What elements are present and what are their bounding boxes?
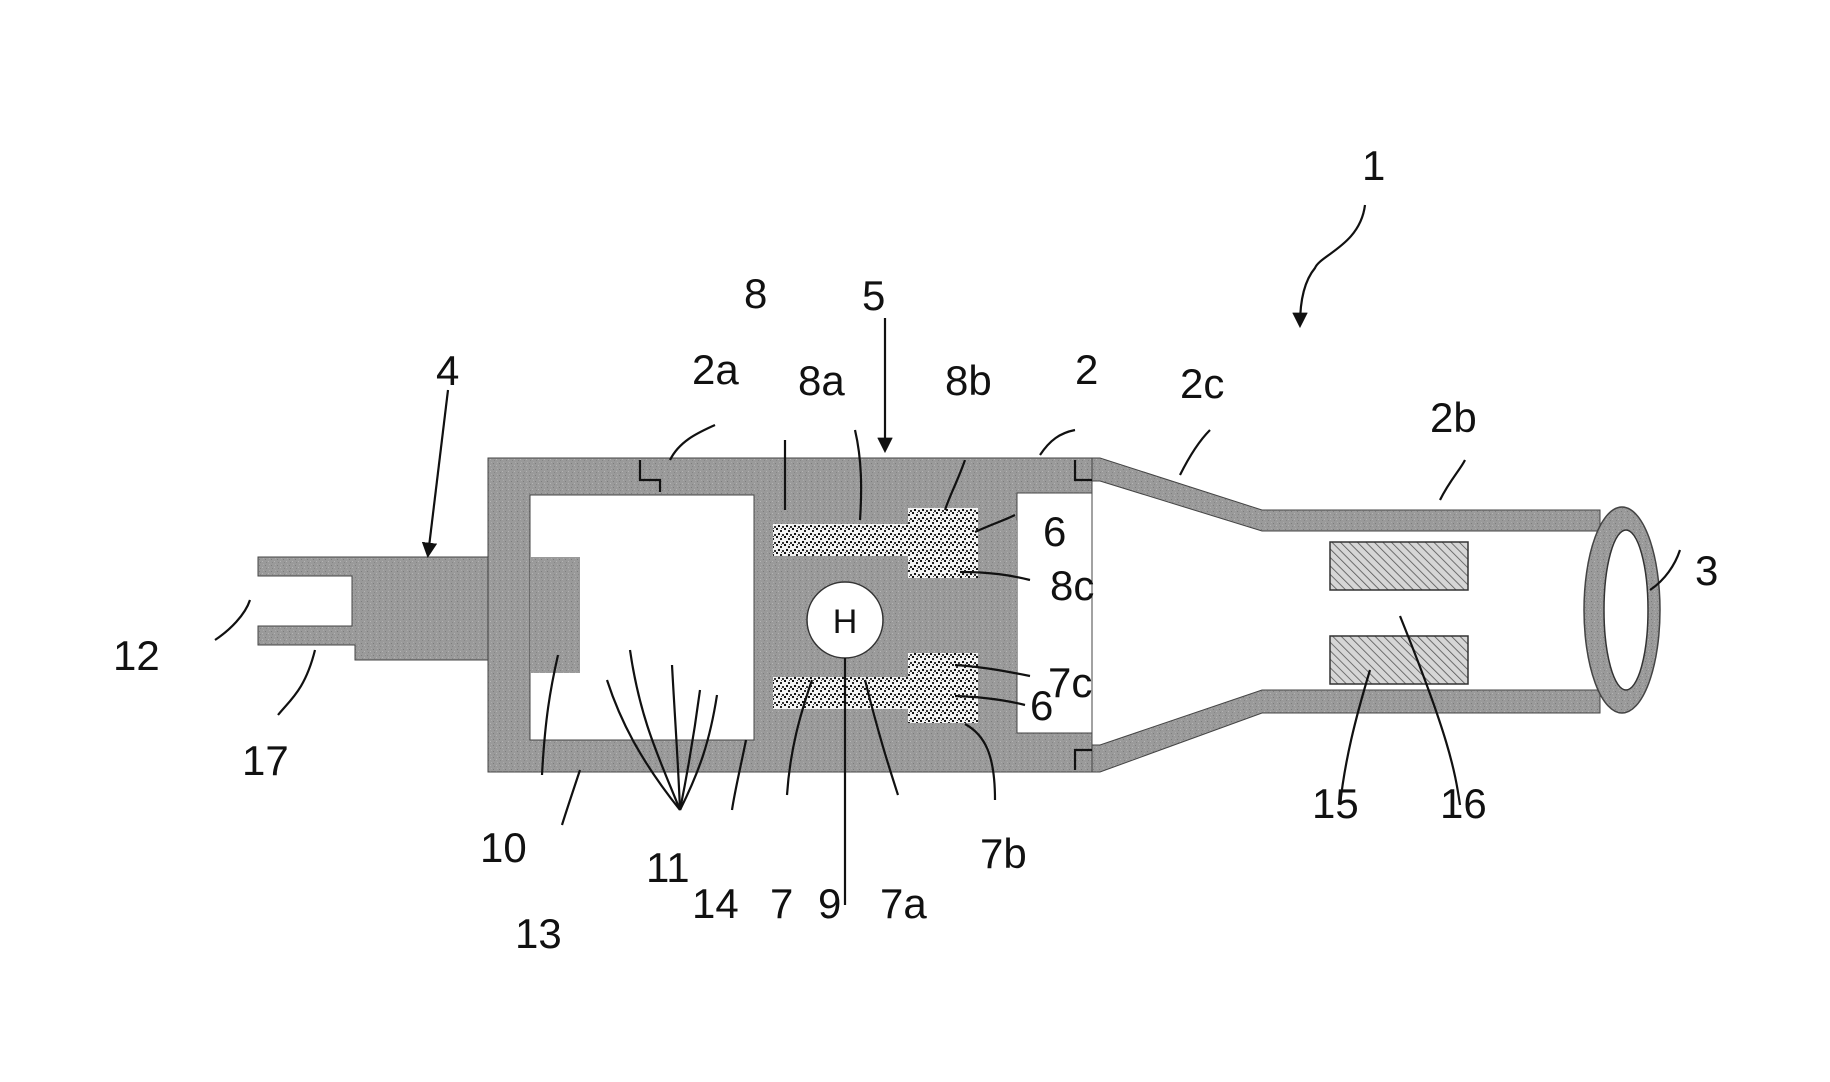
inlet-pipe [258, 557, 488, 660]
label-2c: 2c [1180, 360, 1224, 407]
label-16: 16 [1440, 780, 1487, 827]
label-17: 17 [242, 737, 289, 784]
label-1: 1 [1362, 142, 1385, 189]
label-13: 13 [515, 910, 562, 957]
housing [258, 458, 1600, 772]
outlet-opening [1604, 530, 1648, 690]
label-10: 10 [480, 824, 527, 871]
label-7b: 7b [980, 830, 1027, 877]
label-8c: 8c [1050, 562, 1094, 609]
label-2: 2 [1075, 346, 1098, 393]
perforation-holes [571, 539, 722, 689]
arrow-4 [428, 390, 448, 555]
label-7a: 7a [880, 880, 927, 927]
label-7c: 7c [1048, 659, 1092, 706]
label-8b: 8b [945, 357, 992, 404]
heater-mark: H [833, 603, 858, 641]
filter-8a [773, 524, 908, 556]
arrow-1 [1300, 205, 1365, 325]
filter-8b [908, 508, 978, 578]
element-16-upper [1330, 542, 1468, 590]
label-12: 12 [113, 632, 160, 679]
label-2b: 2b [1430, 394, 1477, 441]
label-15: 15 [1312, 780, 1359, 827]
label-8a: 8a [798, 357, 845, 404]
label-11: 11 [646, 844, 690, 891]
label-9: 9 [818, 880, 841, 927]
label-14: 14 [692, 880, 739, 927]
filter-7a [773, 677, 908, 709]
label-2a: 2a [692, 346, 739, 393]
filter-7b [908, 653, 978, 723]
label-8: 8 [744, 270, 767, 317]
label-4: 4 [436, 347, 459, 394]
label-7: 7 [770, 880, 793, 927]
chamber-divider-14 [530, 557, 580, 673]
element-15-lower [1330, 636, 1468, 684]
label-6-top: 6 [1043, 508, 1066, 555]
label-3: 3 [1695, 547, 1718, 594]
cone-section-2c [1092, 458, 1600, 531]
label-5: 5 [862, 272, 885, 319]
